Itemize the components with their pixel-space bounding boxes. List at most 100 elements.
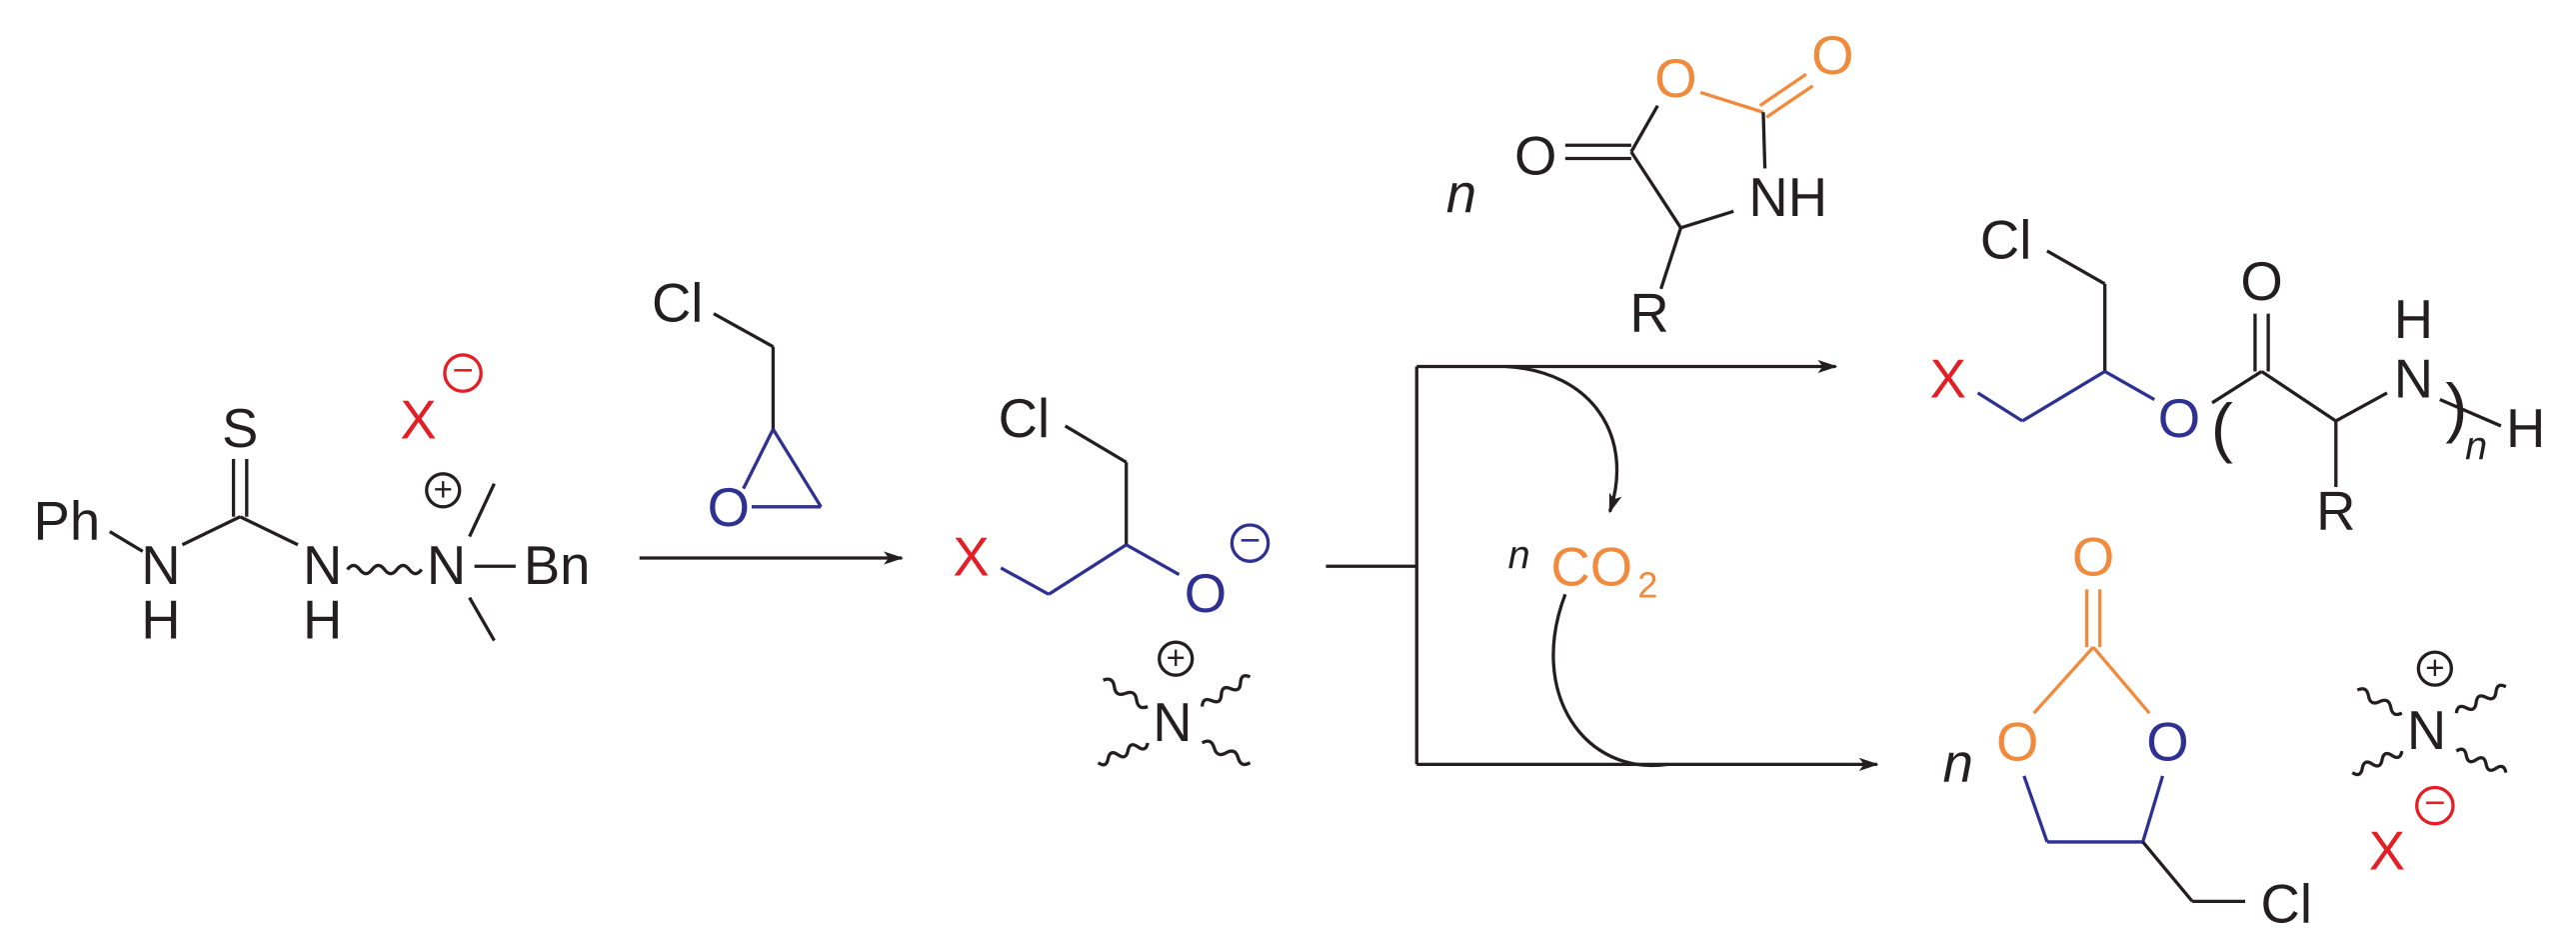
double-bond <box>1758 72 1807 108</box>
wavy-bond <box>1097 742 1150 767</box>
chlorine-label: Cl <box>652 272 703 333</box>
sulfur-label: S <box>222 398 258 459</box>
halide-label: X <box>400 390 436 451</box>
halide-label: X <box>2369 821 2405 882</box>
ring-oxygen-label: O <box>1996 712 2038 773</box>
nitrogen-label: N <box>141 535 180 596</box>
bond <box>2335 391 2388 423</box>
thiourea-ammonium-catalyst: Ph N H S N H N + Bn X − <box>34 350 591 651</box>
bond <box>713 312 775 349</box>
bond <box>772 428 823 508</box>
epichlorohydrin: Cl O <box>652 272 823 538</box>
ring-oxygen-label: O <box>1654 48 1696 109</box>
oxygen-label: O <box>1514 126 1556 187</box>
carbonyl-oxygen-label: O <box>2240 251 2282 312</box>
cyclic-carbonate-product: n O O O Cl <box>1943 527 2312 935</box>
bond <box>2032 646 2095 715</box>
hydrogen-label: H <box>2394 289 2433 350</box>
minus-charge: − <box>2424 782 2445 823</box>
minus-charge: − <box>1240 520 1261 561</box>
bond <box>2141 840 2194 903</box>
bond <box>1000 566 1050 596</box>
chlorine-label: Cl <box>1980 210 2031 271</box>
equivalents-n: n <box>1508 533 1530 577</box>
plus-charge-circle <box>1158 640 1195 677</box>
phenyl-label: Ph <box>34 490 101 551</box>
terminal-hydrogen-label: H <box>2506 398 2545 459</box>
wavy-bond <box>346 563 424 576</box>
polypeptide-product: Cl X O ( O N H R ) n H <box>1930 210 2546 542</box>
oxygen-label: O <box>1185 563 1227 624</box>
repeat-n-subscript: n <box>2465 425 2487 469</box>
carbonyl-oxygen-label: O <box>1811 25 1853 86</box>
curved-arrow-co2-release <box>1505 364 1622 514</box>
curved-arrow-co2-uptake <box>1551 593 1668 768</box>
bond <box>1629 104 1659 153</box>
ring-oxygen-label: O <box>2146 712 2188 773</box>
chlorine-label: Cl <box>999 388 1050 449</box>
wavy-bond <box>2454 683 2507 714</box>
methyl-bond <box>468 596 496 642</box>
bond <box>2103 370 2156 401</box>
hydrogen-label: H <box>141 589 180 650</box>
bond <box>1699 90 1764 114</box>
bond <box>1048 543 1128 596</box>
ammonium-halide-salt: N + X − <box>2351 649 2508 882</box>
wavy-bond <box>2455 747 2508 773</box>
plus-charge-circle <box>425 472 462 509</box>
bond <box>2141 775 2165 843</box>
bond <box>742 428 775 490</box>
minus-charge: − <box>452 350 473 391</box>
carbon-dioxide-subscript: 2 <box>1637 564 1657 605</box>
alkoxide-intermediate: Cl X O − N + <box>953 388 1271 767</box>
bond <box>2046 249 2106 286</box>
carbon-dioxide-label: CO <box>1550 537 1632 598</box>
carbonyl-oxygen-label: O <box>2072 527 2114 588</box>
nitrogen-label: N <box>303 535 342 596</box>
plus-charge: + <box>434 471 453 508</box>
wavy-bond <box>2351 750 2404 777</box>
minus-charge-circle <box>1230 523 1271 563</box>
plus-charge: + <box>1167 639 1186 676</box>
ammonium-nitrogen-label: N <box>2407 700 2446 761</box>
wavy-bond <box>2356 687 2403 717</box>
ammonium-nitrogen-label: N <box>1153 692 1192 753</box>
bond <box>2260 370 2337 423</box>
open-parenthesis: ( <box>2211 390 2233 464</box>
benzyl-label: Bn <box>524 535 591 596</box>
amide-nitrogen-label: N <box>2394 348 2433 409</box>
bond <box>239 515 299 547</box>
wavy-bond <box>1103 677 1149 710</box>
wavy-bond <box>1201 739 1252 767</box>
equivalents-n: n <box>1943 733 1973 794</box>
bond <box>1659 227 1682 290</box>
chlorine-label: Cl <box>2261 873 2312 934</box>
double-bond <box>1765 84 1814 119</box>
bond <box>1125 543 1181 576</box>
equivalents-n: n <box>1446 163 1476 224</box>
bond <box>181 515 241 547</box>
bond <box>1761 112 1767 169</box>
r-group-label: R <box>1629 282 1668 343</box>
n-carboxyanhydride-monomer: n O O O NH R <box>1446 25 1854 344</box>
plus-charge: + <box>2425 649 2444 686</box>
bond <box>2211 370 2263 405</box>
oxygen-label: O <box>708 477 750 538</box>
methyl-bond <box>468 483 496 538</box>
branching-arrows: n CO 2 <box>1325 359 1879 771</box>
minus-charge-circle <box>443 353 483 393</box>
bond <box>1629 150 1682 229</box>
bond <box>1064 424 1128 464</box>
r-group-label: R <box>2316 480 2355 541</box>
nh-label: NH <box>1748 167 1827 228</box>
bond <box>1679 209 1734 230</box>
minus-charge-circle <box>2415 785 2455 826</box>
bond <box>108 530 144 553</box>
bond <box>1976 391 2024 423</box>
ammonium-nitrogen-label: N <box>427 535 466 596</box>
bond <box>2022 775 2049 843</box>
wavy-bond <box>1201 674 1252 707</box>
halide-label: X <box>1930 348 1966 409</box>
hydrogen-label: H <box>303 589 342 650</box>
